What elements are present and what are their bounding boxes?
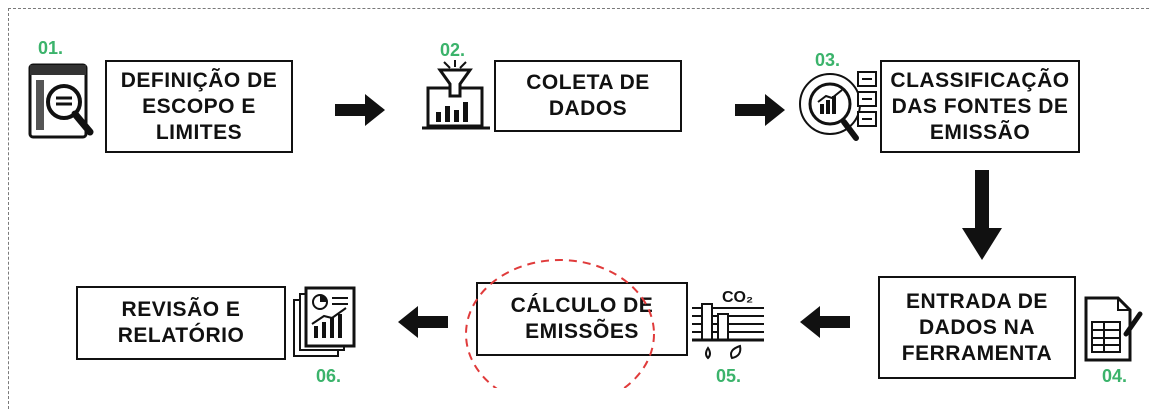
dashed-frame (8, 8, 1150, 409)
step-04-label: ENTRADA DE DADOS NA FERRAMENTA (901, 289, 1053, 365)
arrow-right-1 (335, 94, 385, 126)
co2-label: CO₂ (722, 289, 753, 306)
step-05-box: CÁLCULO DE EMISSÕES (476, 282, 688, 356)
step-03-number: 03. (815, 50, 841, 70)
report-documents-icon (293, 286, 356, 357)
spreadsheet-pen-icon (1084, 296, 1143, 362)
step-05-number: 05. (716, 366, 742, 386)
arrow-left-1 (800, 306, 850, 338)
step-01-number: 01. (38, 38, 64, 58)
step-01-label: DEFINIÇÃO DE ESCOPO E LIMITES (120, 68, 278, 144)
highlight-dashed-ellipse (465, 259, 655, 388)
magnifier-chart-list-icon (799, 71, 877, 141)
data-funnel-chart-icon (422, 60, 490, 130)
step-03-box: CLASSIFICAÇÃO DAS FONTES DE EMISSÃO (880, 60, 1080, 153)
step-02-number: 02. (440, 40, 466, 60)
step-06-box: REVISÃO E RELATÓRIO (76, 286, 286, 360)
step-02-box: COLETA DE DADOS (494, 60, 682, 132)
step-04-box: ENTRADA DE DADOS NA FERRAMENTA (878, 276, 1076, 379)
step-06-label: REVISÃO E RELATÓRIO (117, 298, 245, 347)
step-04-number: 04. (1102, 366, 1128, 386)
search-document-icon (28, 63, 94, 139)
step-02-label: COLETA DE DADOS (526, 71, 650, 120)
arrow-left-2 (398, 306, 448, 338)
step-05-label: CÁLCULO DE EMISSÕES (510, 294, 654, 343)
co2-factory-icon: CO₂ (692, 289, 764, 360)
step-03-label: CLASSIFICAÇÃO DAS FONTES DE EMISSÃO (890, 68, 1070, 144)
arrow-down (962, 170, 1002, 260)
step-06-number: 06. (316, 366, 342, 386)
arrow-right-2 (735, 94, 785, 126)
step-01-box: DEFINIÇÃO DE ESCOPO E LIMITES (105, 60, 293, 153)
